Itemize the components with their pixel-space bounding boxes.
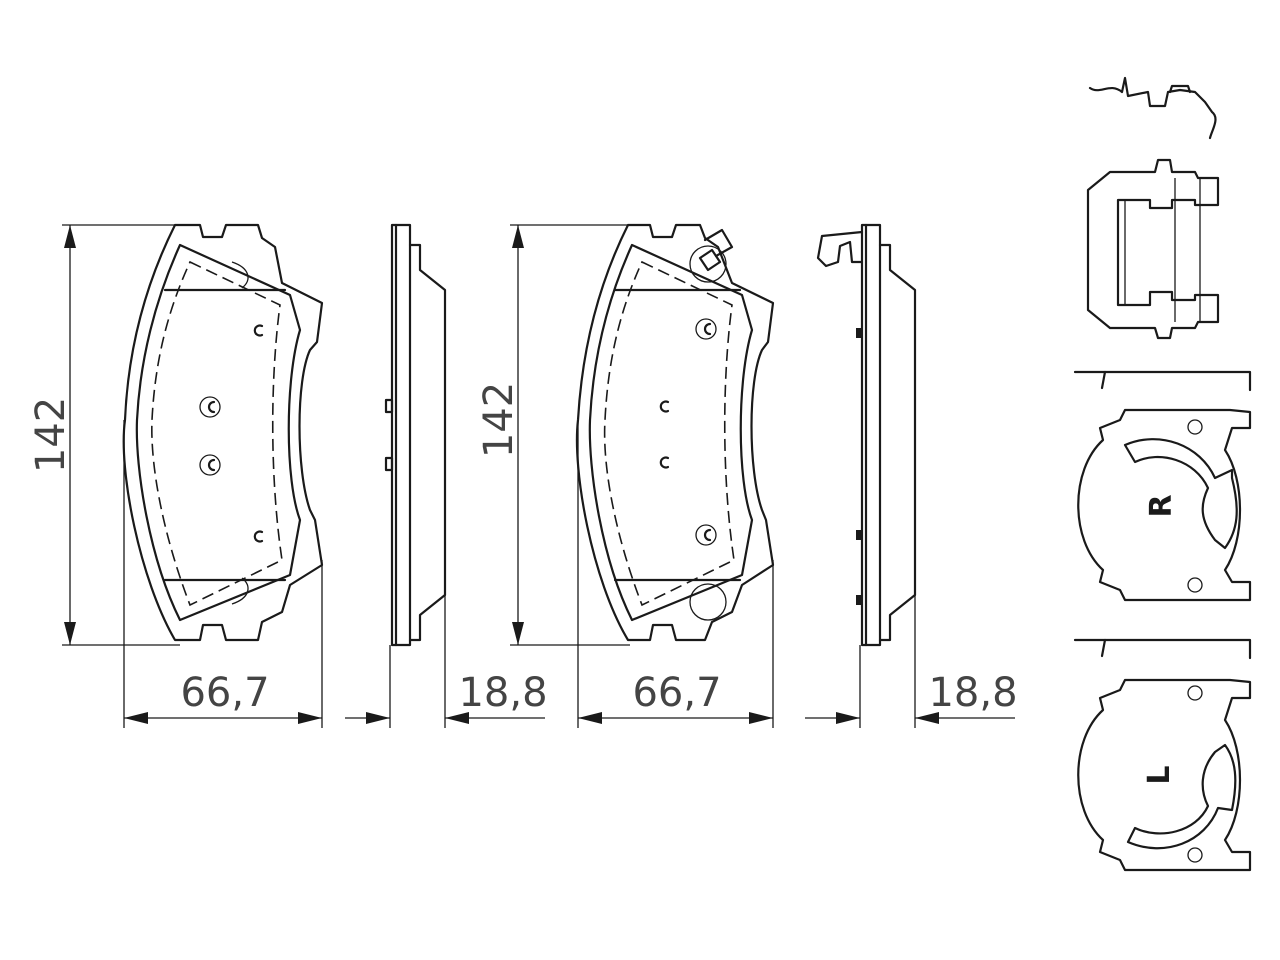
pad-2-height-label: 142 xyxy=(476,382,522,458)
pad-2-width-label: 66,7 xyxy=(632,670,721,716)
rivet-icon xyxy=(695,524,717,546)
pad-1-front-view xyxy=(122,223,324,642)
shim-left xyxy=(1073,638,1252,872)
pad-2-front-view xyxy=(575,223,775,642)
spring-wire xyxy=(1088,76,1217,140)
dimension-lines xyxy=(62,224,1015,728)
rivet-icon xyxy=(199,454,221,476)
pad-1-thickness-label: 18,8 xyxy=(458,670,547,716)
rivet-icon xyxy=(199,396,221,418)
pad-2-thickness-label: 18,8 xyxy=(928,670,1017,716)
pad-2-side-view xyxy=(816,223,917,647)
rivet-icon xyxy=(695,318,717,340)
shim-left-label: L xyxy=(1142,765,1177,784)
retaining-bracket xyxy=(1086,158,1220,340)
pad-1-side-view xyxy=(384,223,447,647)
shim-right xyxy=(1073,370,1252,602)
pad-1-height-label: 142 xyxy=(28,397,74,473)
shim-right-label: R xyxy=(1144,494,1179,517)
pad-1-width-label: 66,7 xyxy=(180,670,269,716)
wear-sensor-icon xyxy=(689,228,734,283)
